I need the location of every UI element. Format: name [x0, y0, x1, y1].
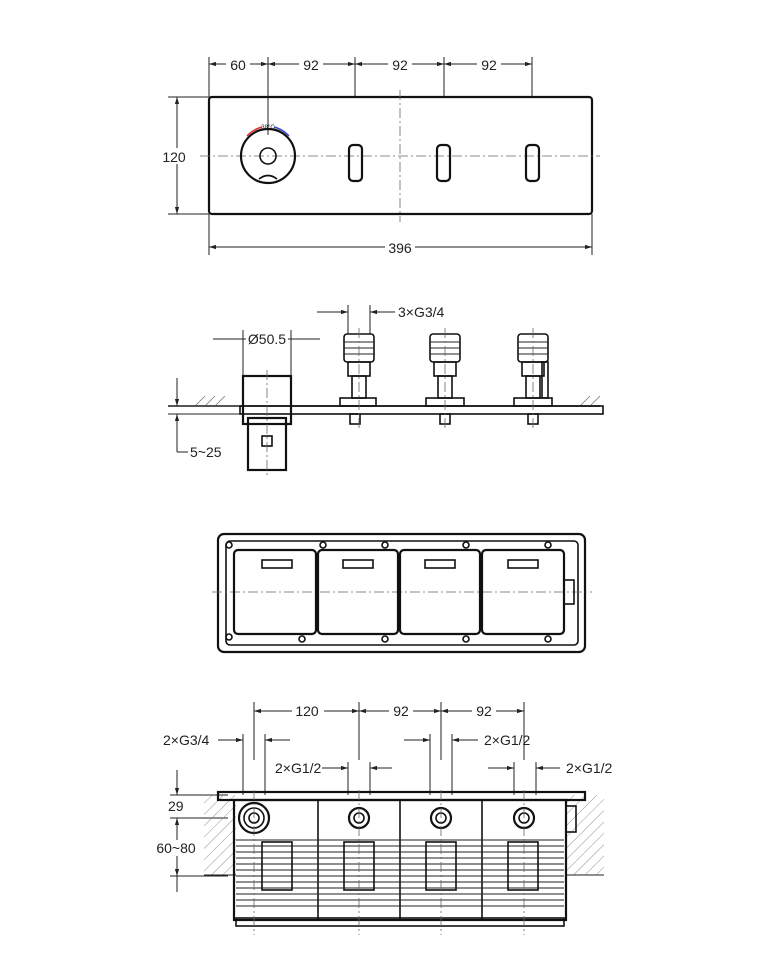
front-dim-height: 120: [162, 149, 186, 165]
wall-hatch-left: [204, 795, 236, 875]
bottom-dim-120: 120: [295, 703, 319, 719]
front-dim-60: 60: [230, 57, 246, 73]
bottom-dim-92-b: 92: [476, 703, 492, 719]
front-dim-width: 396: [388, 240, 412, 256]
housing-module-1: [232, 548, 318, 636]
front-dim-92-a: 92: [303, 57, 319, 73]
bottom-dim-outlet-1: 2×G1/2: [275, 760, 322, 776]
push-button-1: [347, 143, 364, 183]
bottom-view: 120 92 92 2×G3/4 2×G1/2 2×G1/2 2×G1/2: [156, 702, 613, 935]
side-dim-depth: 5~25: [190, 444, 222, 460]
front-dim-92-b: 92: [392, 57, 408, 73]
bottom-dim-outlet-3: 2×G1/2: [566, 760, 613, 776]
housing-module-3: [398, 548, 482, 636]
wall-hatch-right: [566, 795, 604, 875]
front-dim-row: 60 92 92 92: [209, 55, 532, 73]
front-dim-92-c: 92: [481, 57, 497, 73]
bottom-dim-cover: 29: [168, 798, 184, 814]
bottom-dim-outlet-2: 2×G1/2: [484, 732, 531, 748]
front-view: 60 92 92 92 120 396 38°C: [160, 55, 600, 256]
push-button-2: [435, 143, 452, 183]
housing-ribs: [236, 839, 564, 907]
temperature-mark: 38°C: [261, 125, 275, 131]
housing-module-2: [316, 548, 400, 636]
bottom-dim-install-depth: 60~80: [156, 840, 196, 856]
side-view: Ø50.5 5~25 3×G3/4: [168, 304, 604, 478]
bottom-dim-92-a: 92: [393, 703, 409, 719]
side-plate: [239, 405, 604, 415]
bottom-cover-plate: [216, 790, 587, 802]
front-plate: [207, 95, 594, 216]
top-view-housing: [212, 532, 592, 654]
push-button-3: [524, 143, 541, 183]
thermostat-knob: 38°C: [239, 125, 297, 185]
valve-cartridge-2: [425, 328, 465, 428]
side-dim-diameter: Ø50.5: [248, 331, 286, 347]
bottom-dim-inlet: 2×G3/4: [163, 732, 210, 748]
valve-cartridge-1: [339, 328, 377, 428]
wall-hatch-side: [194, 395, 601, 407]
valve-cartridge-3: [513, 328, 553, 428]
side-dim-connections: 3×G3/4: [398, 304, 445, 320]
